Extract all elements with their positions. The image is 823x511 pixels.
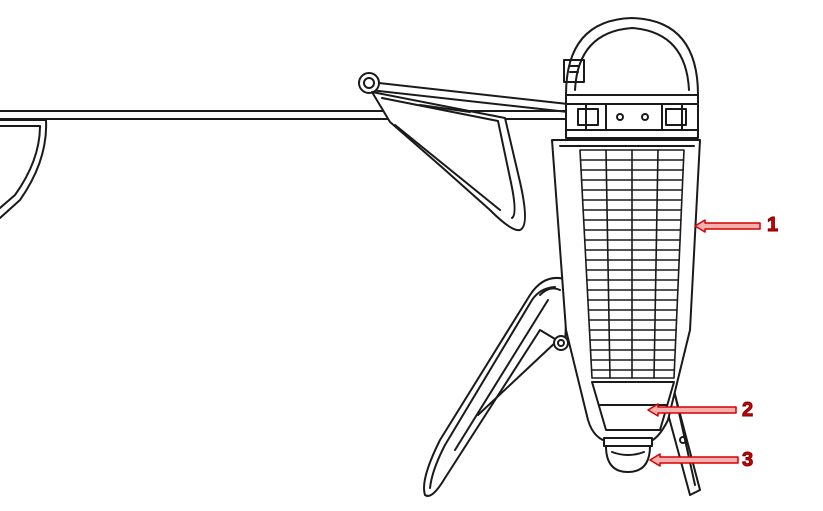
callout-number-1: 1 [766, 214, 779, 236]
led-lens [603, 437, 653, 473]
microphone-dome [563, 17, 699, 96]
callout-arrow-3 [649, 453, 739, 467]
pivot-knob [358, 72, 380, 94]
callout-arrow-1 [694, 219, 761, 233]
body-base [591, 381, 675, 431]
left-cylinder-part [0, 119, 48, 219]
tripod-leg-front [423, 276, 569, 497]
callout-number-3: 3 [741, 449, 754, 471]
callout-arrows [647, 219, 761, 467]
callout-number-2: 2 [741, 399, 754, 421]
head-collar [565, 94, 699, 139]
callout-arrow-2 [647, 403, 737, 417]
grille-mesh [579, 149, 685, 379]
mount-plate [371, 91, 526, 232]
